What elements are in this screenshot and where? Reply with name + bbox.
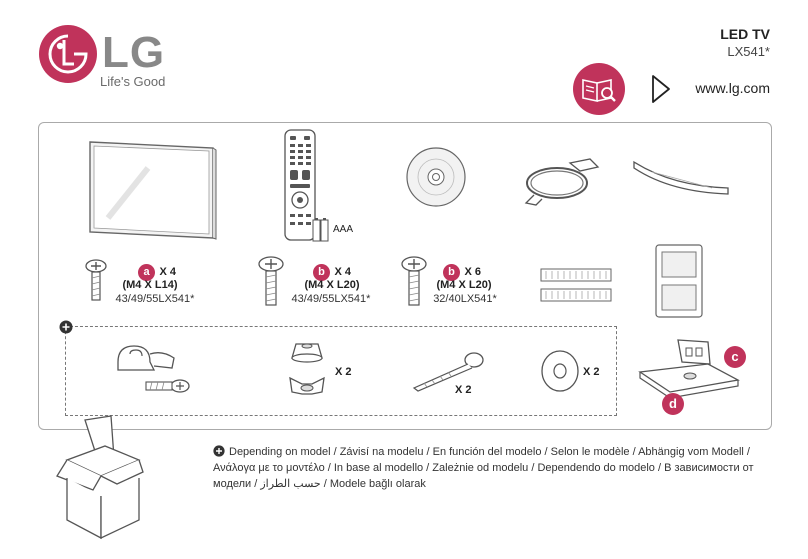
footnote: Depending on model / Závisí na modelu / … (213, 444, 773, 492)
website-link[interactable]: www.lg.com (695, 80, 770, 96)
screw-b-icon (258, 256, 284, 306)
velcro-strips-icon (540, 268, 612, 302)
screw-b1-spec: (M4 X L20) (304, 279, 360, 291)
cable-clip-icon (117, 345, 190, 393)
screw-a-qty-row: a X 4 (138, 262, 176, 281)
plus-circle-icon (213, 445, 225, 457)
screw-a-qty: X 4 (159, 266, 176, 278)
badge-b: b (313, 264, 330, 281)
cardboard-box-icon (56, 415, 144, 540)
bolt-icon (412, 352, 484, 392)
badge-b: b (443, 264, 460, 281)
washer-icon (541, 350, 579, 392)
brand-tagline: Life's Good (100, 74, 166, 89)
cd-disc-icon (406, 147, 466, 207)
cable-strip-icon (633, 160, 729, 195)
wing-nut-icon (289, 343, 325, 395)
optional-items-box (65, 326, 617, 416)
play-arrow-icon (652, 75, 670, 103)
screw-b1-models: 43/49/55LX541* (291, 293, 371, 305)
screw-b2-qty-row: b X 6 (443, 262, 481, 281)
footnote-text: Depending on model / Závisí na modelu / … (213, 446, 754, 490)
plus-circle-icon (59, 320, 73, 334)
screw-a-models: 43/49/55LX541* (115, 293, 195, 305)
screw-a-spec: (M4 X L14) (122, 279, 178, 291)
manual-book-icon (573, 63, 625, 115)
screw-b1-qty: X 4 (334, 266, 351, 278)
contents-frame (38, 122, 772, 430)
screw-a-icon (85, 259, 107, 301)
power-cord-icon (524, 158, 600, 206)
wing-nut-qty: X 2 (335, 366, 352, 378)
stand-icon (638, 339, 740, 399)
screw-b2-models: 32/40LX541* (433, 293, 497, 305)
batteries-icon (312, 218, 329, 242)
badge-c: c (724, 346, 746, 368)
product-model: LX541* (727, 44, 770, 59)
adhesive-pads-icon (655, 244, 703, 318)
badge-d: d (662, 393, 684, 415)
remote-control-icon (284, 129, 316, 241)
bolt-qty: X 2 (455, 384, 472, 396)
screw-b-icon (401, 256, 427, 306)
battery-label: AAA (333, 224, 354, 235)
tv-icon (89, 141, 217, 240)
product-title: LED TV (720, 26, 770, 42)
screw-b1-qty-row: b X 4 (313, 262, 351, 281)
brand-name: LG (102, 28, 166, 77)
badge-a: a (138, 264, 155, 281)
lg-logo-icon (39, 25, 97, 83)
screw-b2-qty: X 6 (464, 266, 481, 278)
washer-qty: X 2 (583, 366, 600, 378)
screw-b2-spec: (M4 X L20) (436, 279, 492, 291)
